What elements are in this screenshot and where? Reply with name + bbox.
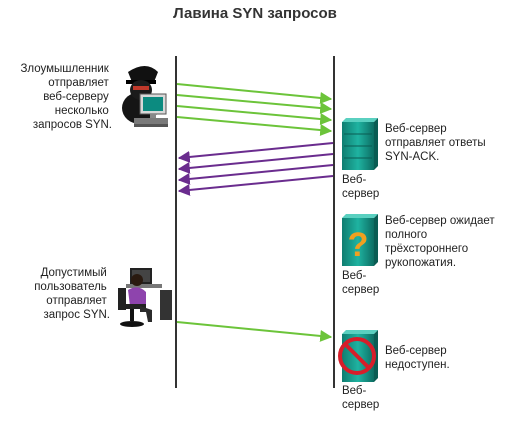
server-label: Веб- сервер [342, 270, 379, 296]
syn-arrow [176, 116, 333, 136]
diagram-title: Лавина SYN запросов [173, 5, 337, 22]
syn-ack-arrows [177, 142, 334, 196]
legit-user-label: Допустимый пользователь отправляет запро… [34, 267, 110, 321]
legit-syn-arrow [176, 321, 333, 342]
web-server-icon [342, 118, 378, 170]
server-label: Веб- сервер [342, 385, 379, 411]
question-mark-icon: ? [348, 226, 369, 264]
server-label: Веб- сервер [342, 174, 379, 200]
event-unavailable-text: Веб-сервер недоступен. [385, 345, 450, 371]
syn-flood-arrows [176, 83, 333, 136]
syn-ack-arrow [177, 175, 334, 196]
syn-ack-arrow [177, 142, 334, 163]
syn-arrow [176, 83, 333, 104]
event-syn-ack-text: Веб-сервер отправляет ответы SYN-ACK. [385, 123, 489, 163]
syn-ack-arrow [177, 153, 334, 174]
syn-ack-arrow [177, 164, 334, 185]
syn-arrow [176, 105, 333, 125]
hacker-at-computer-icon [122, 66, 168, 127]
syn-arrow [176, 94, 333, 114]
web-server-icon [342, 214, 378, 266]
event-waiting-text: Веб-сервер ожидает полного трёхстороннег… [385, 215, 498, 269]
user-at-workstation-icon [118, 268, 172, 327]
prohibited-icon [338, 337, 376, 375]
attacker-label: Злоумышленник отправляет веб-серверу нес… [20, 63, 112, 131]
